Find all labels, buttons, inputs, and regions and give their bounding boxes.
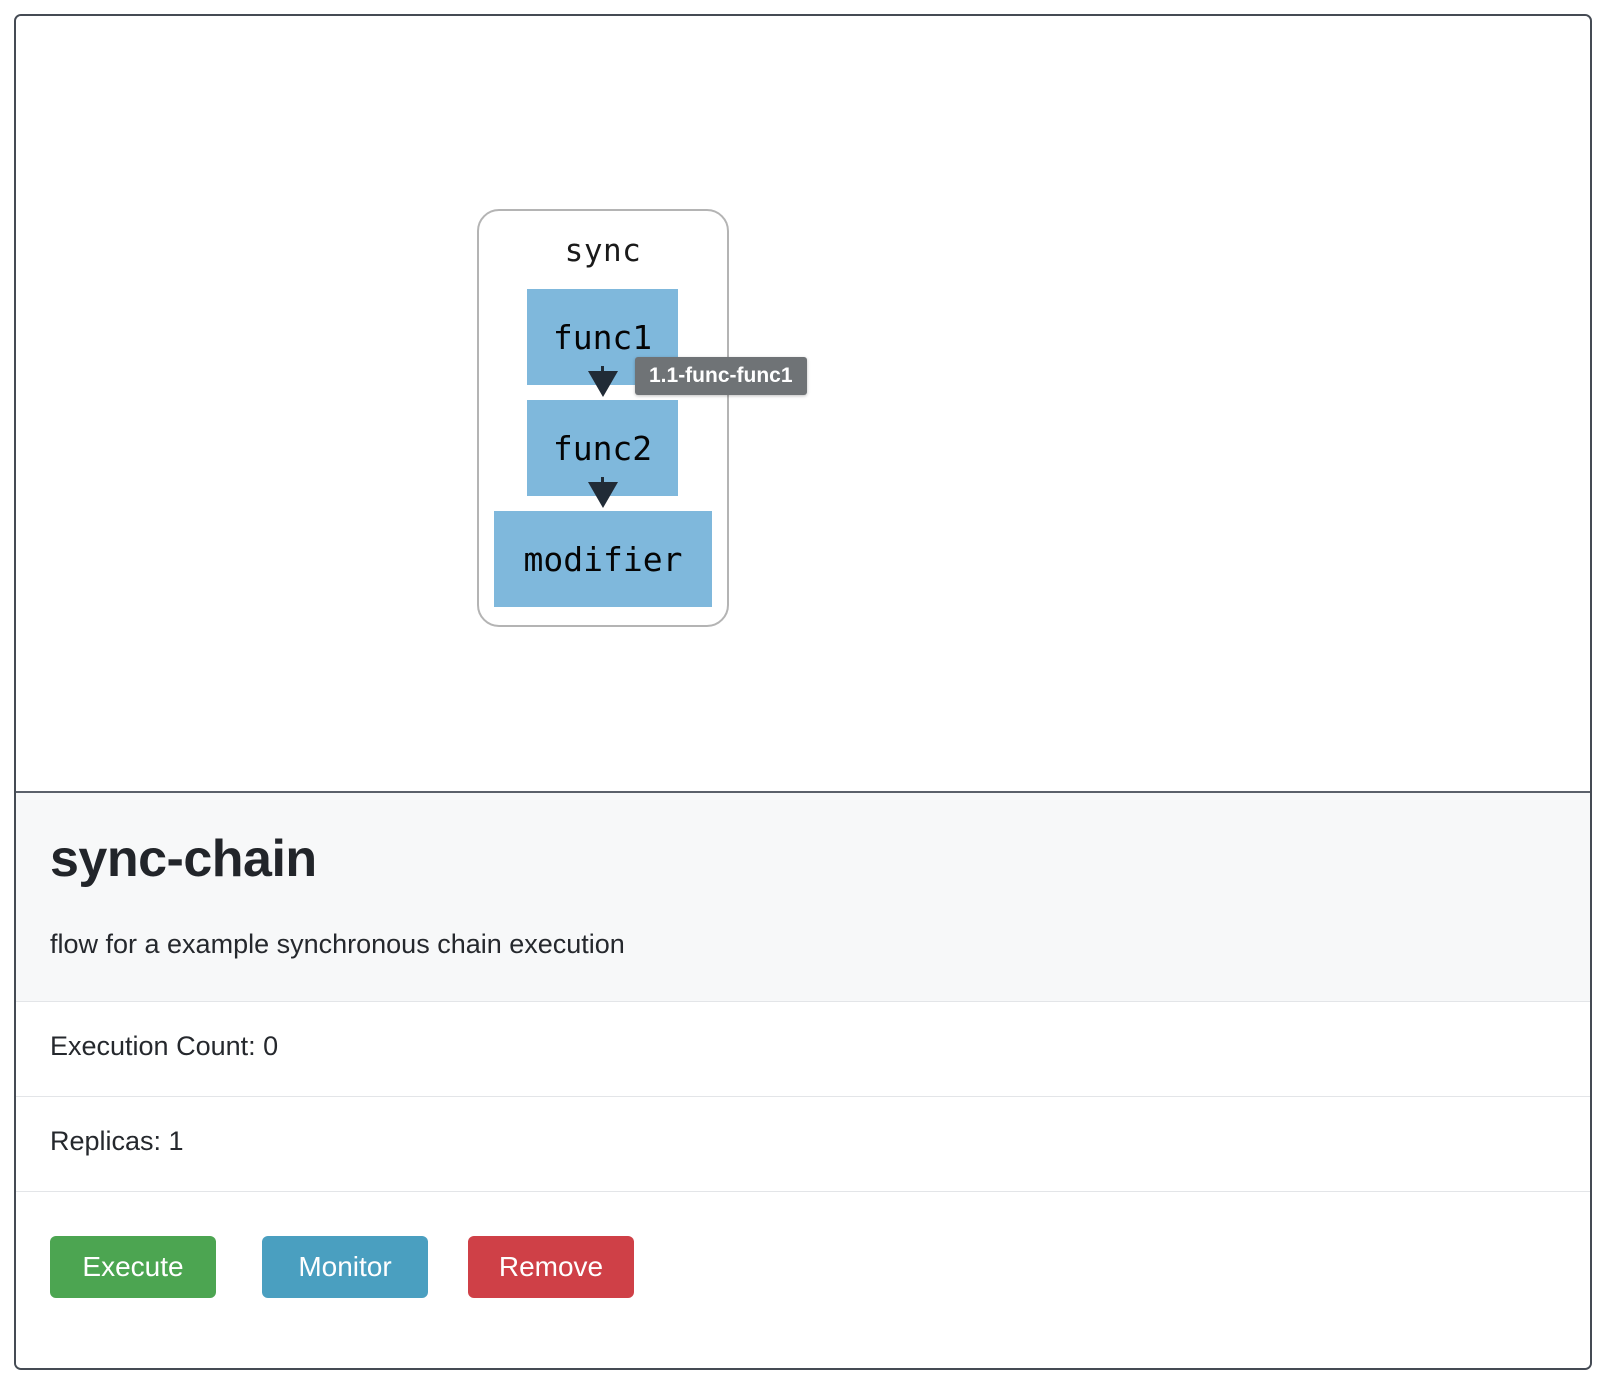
- page-subtitle: flow for a example synchronous chain exe…: [50, 929, 625, 959]
- graph-panel: sync func1 func2 modifier 1.1-func-func1: [16, 16, 1590, 793]
- replicas-value: Replicas: 1: [50, 1126, 184, 1156]
- edge-func1-func2-arrowhead-icon: [588, 371, 618, 397]
- flow-info-header: sync-chain flow for a example synchronou…: [16, 793, 1590, 1002]
- cluster-sync-label: sync: [564, 233, 642, 269]
- node-tooltip: 1.1-func-func1: [635, 357, 807, 395]
- list-item: Execution Count: 0: [16, 1002, 1590, 1097]
- remove-button[interactable]: Remove: [468, 1236, 634, 1298]
- monitor-button[interactable]: Monitor: [262, 1236, 428, 1298]
- graph-canvas[interactable]: sync func1 func2 modifier 1.1-func-func1: [16, 16, 1590, 791]
- execute-button[interactable]: Execute: [50, 1236, 216, 1298]
- edge-func2-modifier-arrowhead-icon: [588, 482, 618, 508]
- flow-card: sync func1 func2 modifier 1.1-func-func1…: [14, 14, 1592, 1370]
- graph-node-modifier[interactable]: modifier: [494, 511, 712, 607]
- graph-node-func2[interactable]: func2: [527, 400, 678, 496]
- action-bar: Execute Monitor Remove: [16, 1192, 1590, 1368]
- cluster-sync-box: [477, 209, 729, 627]
- page-title: sync-chain: [50, 830, 317, 888]
- list-item: Replicas: 1: [16, 1097, 1590, 1192]
- execution-count-value: Execution Count: 0: [50, 1031, 279, 1061]
